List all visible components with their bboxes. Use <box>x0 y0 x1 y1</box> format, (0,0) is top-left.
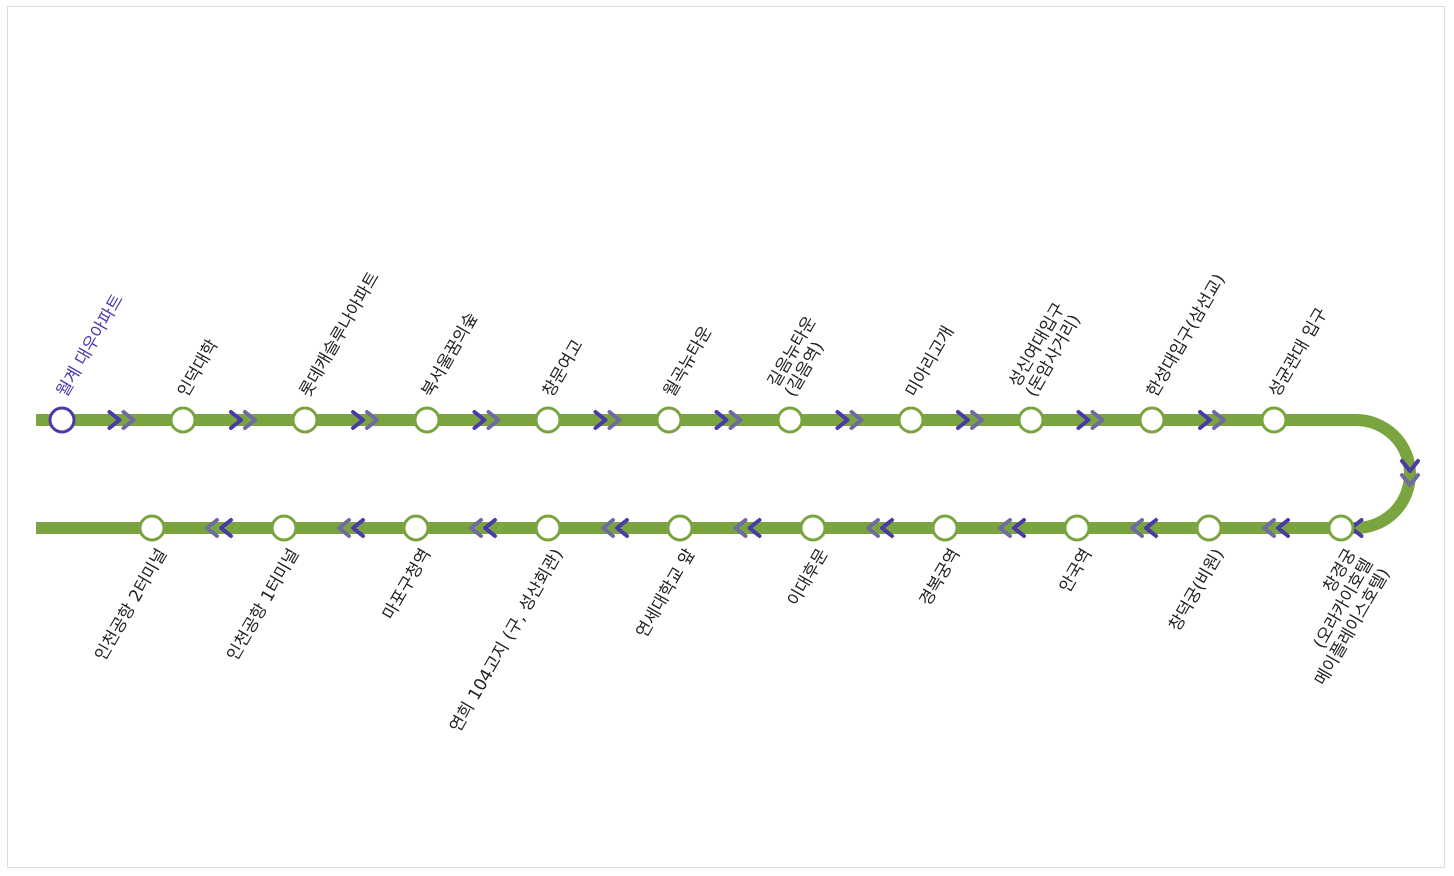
station-label: 롯데캐슬루나아파트 <box>296 269 384 401</box>
station-label: 성신여대입구(돈암사거리) <box>1005 299 1086 400</box>
direction-arrow <box>866 518 894 538</box>
station-label: 미아리고개 <box>902 323 958 401</box>
direction-arrow <box>205 518 233 538</box>
station-label: 연희 104고지 (구, 성산회관) <box>446 545 567 735</box>
direction-arrow <box>337 518 365 538</box>
station-marker[interactable] <box>1063 514 1091 542</box>
direction-arrow <box>1130 518 1158 538</box>
station-label: 인덕대학 <box>174 336 223 400</box>
station-marker[interactable] <box>1017 406 1045 434</box>
station-label: 인천공항 1터미널 <box>223 545 303 664</box>
current-station-marker[interactable] <box>48 406 76 434</box>
station-label: 인천공항 2터미널 <box>91 545 171 664</box>
station-marker[interactable] <box>655 406 683 434</box>
direction-arrow <box>733 518 762 538</box>
station-label: 창문여고 <box>539 336 588 400</box>
station-label: 경복궁역 <box>916 545 965 609</box>
direction-arrow <box>956 410 984 430</box>
direction-arrow <box>1400 459 1420 487</box>
direction-arrow <box>229 410 257 430</box>
direction-arrow <box>998 518 1026 538</box>
route-line <box>36 414 1416 534</box>
station-label: 연세대학교 앞 <box>633 545 700 641</box>
station-marker[interactable] <box>402 514 430 542</box>
direction-arrow <box>593 410 622 430</box>
current-station-label: 월계 대우아파트 <box>53 291 128 400</box>
direction-arrow <box>714 410 743 430</box>
direction-arrow <box>472 410 501 430</box>
station-marker[interactable] <box>534 406 562 434</box>
station-marker[interactable] <box>897 406 925 434</box>
direction-arrow <box>351 410 379 430</box>
station-marker[interactable] <box>666 514 694 542</box>
direction-arrow <box>601 518 629 538</box>
station-label: 창경궁(오라카이호텔메이플레이스호텔) <box>1277 545 1394 689</box>
station-label: 마포구청역 <box>379 545 435 623</box>
station-marker[interactable] <box>169 406 197 434</box>
line-path <box>36 414 1416 534</box>
station-marker[interactable] <box>799 514 827 542</box>
direction-arrow <box>107 410 136 430</box>
direction-arrow <box>1076 410 1105 430</box>
direction-arrows <box>107 410 1420 538</box>
station-marker[interactable] <box>534 514 562 542</box>
station-label: 길음뉴타운(길음역) <box>764 313 837 401</box>
station-marker[interactable] <box>931 514 959 542</box>
station-marker[interactable] <box>1138 406 1166 434</box>
direction-arrow <box>1198 410 1226 430</box>
station-label: 북서울꿈의숲 <box>418 309 482 400</box>
station-label: 창덕궁(비원) <box>1165 545 1228 634</box>
station-marker[interactable] <box>1195 514 1223 542</box>
station-marker[interactable] <box>1327 514 1355 542</box>
station-marker[interactable] <box>138 514 166 542</box>
direction-arrow <box>835 410 864 430</box>
station-label: 이대후문 <box>784 545 833 609</box>
direction-arrow <box>469 518 497 538</box>
station-labels: 월계 대우아파트 인덕대학 롯데캐슬루나아파트 북서울꿈의숲 창문여고 월곡뉴타운 길음뉴타… <box>53 269 1394 736</box>
station-marker[interactable] <box>413 406 441 434</box>
diagram-frame <box>7 6 1445 868</box>
station-label: 안국역 <box>1056 545 1097 596</box>
station-marker[interactable] <box>1260 406 1288 434</box>
station-marker[interactable] <box>270 514 298 542</box>
station-label: 월곡뉴타운 <box>660 323 716 401</box>
station-marker[interactable] <box>291 406 319 434</box>
station-label: 성균관대 입구 <box>1265 305 1332 401</box>
station-marker[interactable] <box>776 406 804 434</box>
direction-arrow <box>1262 518 1290 538</box>
station-label: 한성대입구(삼선교) <box>1143 271 1230 401</box>
stations <box>48 406 1355 542</box>
